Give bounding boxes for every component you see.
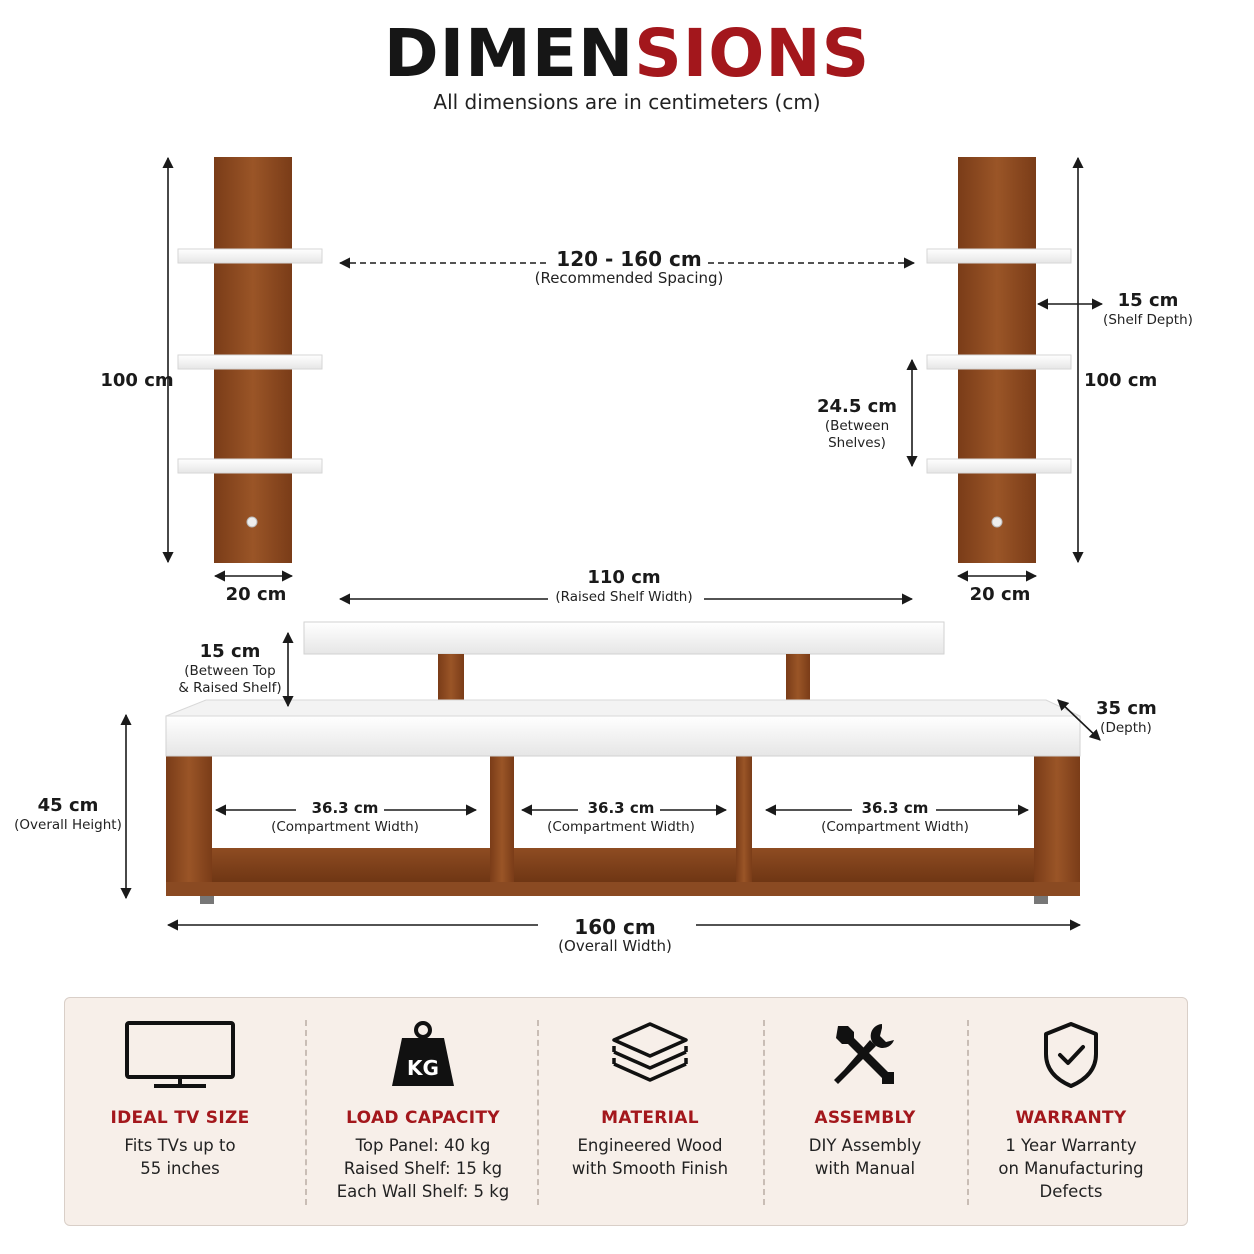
left-wall-shelf — [177, 157, 323, 563]
layers-icon — [612, 1022, 688, 1082]
feature-assembly: ASSEMBLY DIY Assembly with Manual — [769, 998, 961, 1225]
feature-line: Each Wall Shelf: 5 kg — [336, 1182, 510, 1201]
shelf-depth-note: (Shelf Depth) — [1103, 312, 1193, 328]
between-shelves-label: 24.5 cm (Between Shelves) — [812, 396, 902, 452]
overall-height-label: 45 cm (Overall Height) — [12, 795, 124, 834]
left-width-value: 20 cm — [225, 584, 287, 605]
overall-width-note: (Overall Width) — [558, 937, 672, 955]
feature-line: DIY Assembly — [808, 1136, 922, 1155]
furniture-diagram — [120, 156, 1104, 931]
between-top-note-1: (Between Top — [184, 663, 276, 679]
right-height-value: 100 cm — [1084, 370, 1158, 391]
right-wall-shelf — [926, 157, 1072, 563]
left-height-value: 100 cm — [100, 370, 174, 391]
between-top-label: 15 cm (Between Top & Raised Shelf) — [176, 641, 284, 697]
feature-line: Fits TVs up to — [124, 1136, 236, 1155]
shelf-depth-label: 15 cm (Shelf Depth) — [1100, 290, 1196, 329]
spacing-value: 120 - 160 cm — [556, 247, 702, 271]
feature-heading: LOAD CAPACITY — [346, 1108, 500, 1128]
depth-value: 35 cm — [1096, 698, 1157, 719]
feature-heading: WARRANTY — [1015, 1108, 1127, 1128]
feature-heading: MATERIAL — [601, 1108, 699, 1128]
raised-shelf-note: (Raised Shelf Width) — [555, 589, 693, 605]
right-width-label: 20 cm — [960, 584, 1040, 606]
title-part-red: SIONS — [634, 15, 871, 92]
feature-line: 55 inches — [140, 1159, 220, 1178]
feature-heading: ASSEMBLY — [814, 1108, 916, 1128]
separator — [537, 1020, 539, 1205]
shelf-depth-value: 15 cm — [1117, 290, 1179, 311]
tools-icon — [834, 1024, 894, 1084]
raised-shelf-label: 110 cm (Raised Shelf Width) — [548, 567, 700, 606]
between-shelves-note-2: Shelves) — [828, 435, 886, 451]
overall-width-value: 160 cm — [574, 915, 656, 939]
tv-icon — [125, 1021, 235, 1088]
feature-load-capacity: KG LOAD CAPACITY Top Panel: 40 kg Raised… — [315, 998, 531, 1225]
feature-line: with Smooth Finish — [571, 1159, 729, 1178]
compartment-note-3: (Compartment Width) — [821, 819, 969, 835]
dimension-lines — [120, 156, 1104, 931]
compartment-value-3: 36.3 cm — [861, 799, 929, 817]
raised-shelf-value: 110 cm — [587, 567, 661, 588]
page-title: DIMENSIONS — [0, 14, 1254, 94]
between-top-note-2: & Raised Shelf) — [178, 680, 282, 696]
left-width-label: 20 cm — [216, 584, 296, 606]
feature-line: Engineered Wood — [577, 1136, 723, 1155]
compartment-note-1: (Compartment Width) — [271, 819, 419, 835]
feature-heading: IDEAL TV SIZE — [110, 1108, 250, 1128]
feature-warranty: WARRANTY 1 Year Warranty on Manufacturin… — [973, 998, 1169, 1225]
page-subtitle: All dimensions are in centimeters (cm) — [433, 90, 821, 114]
title-part-dark: DIMEN — [383, 15, 635, 92]
overall-height-note: (Overall Height) — [14, 817, 122, 833]
compartment-label-2: 36.3 cm (Compartment Width) — [546, 797, 696, 836]
depth-label: 35 cm (Depth) — [1096, 698, 1157, 737]
feature-tv-size: IDEAL TV SIZE Fits TVs up to 55 inches — [85, 998, 275, 1225]
compartment-value-1: 36.3 cm — [311, 799, 379, 817]
feature-line: on Manufacturing — [998, 1159, 1144, 1178]
feature-material: MATERIAL Engineered Wood with Smooth Fin… — [545, 998, 755, 1225]
overall-width-label: 160 cm (Overall Width) — [540, 916, 690, 955]
spacing-label: 120 - 160 cm (Recommended Spacing) — [524, 248, 734, 287]
weight-icon-text: KG — [407, 1056, 439, 1080]
feature-line: Raised Shelf: 15 kg — [343, 1159, 503, 1178]
features-panel: IDEAL TV SIZE Fits TVs up to 55 inches K… — [64, 997, 1188, 1226]
shield-check-icon — [1044, 1022, 1098, 1088]
feature-line: Top Panel: 40 kg — [355, 1136, 491, 1155]
overall-height-value: 45 cm — [37, 795, 99, 816]
compartment-label-1: 36.3 cm (Compartment Width) — [270, 797, 420, 836]
compartment-label-3: 36.3 cm (Compartment Width) — [820, 797, 970, 836]
between-top-value: 15 cm — [199, 641, 261, 662]
right-width-value: 20 cm — [969, 584, 1031, 605]
feature-line: Defects — [1039, 1182, 1103, 1201]
depth-note: (Depth) — [1100, 720, 1152, 736]
separator — [967, 1020, 969, 1205]
left-height-label: 100 cm — [100, 370, 174, 392]
weight-kg-icon: KG — [392, 1021, 454, 1086]
compartment-value-2: 36.3 cm — [587, 799, 655, 817]
compartment-note-2: (Compartment Width) — [547, 819, 695, 835]
feature-line: with Manual — [814, 1159, 916, 1178]
tv-unit — [165, 621, 1081, 904]
right-height-label: 100 cm — [1084, 370, 1158, 392]
separator — [305, 1020, 307, 1205]
feature-line: 1 Year Warranty — [1005, 1136, 1137, 1155]
separator — [763, 1020, 765, 1205]
between-shelves-value: 24.5 cm — [816, 396, 898, 417]
between-shelves-note-1: (Between — [824, 418, 890, 434]
spacing-note: (Recommended Spacing) — [534, 269, 724, 287]
